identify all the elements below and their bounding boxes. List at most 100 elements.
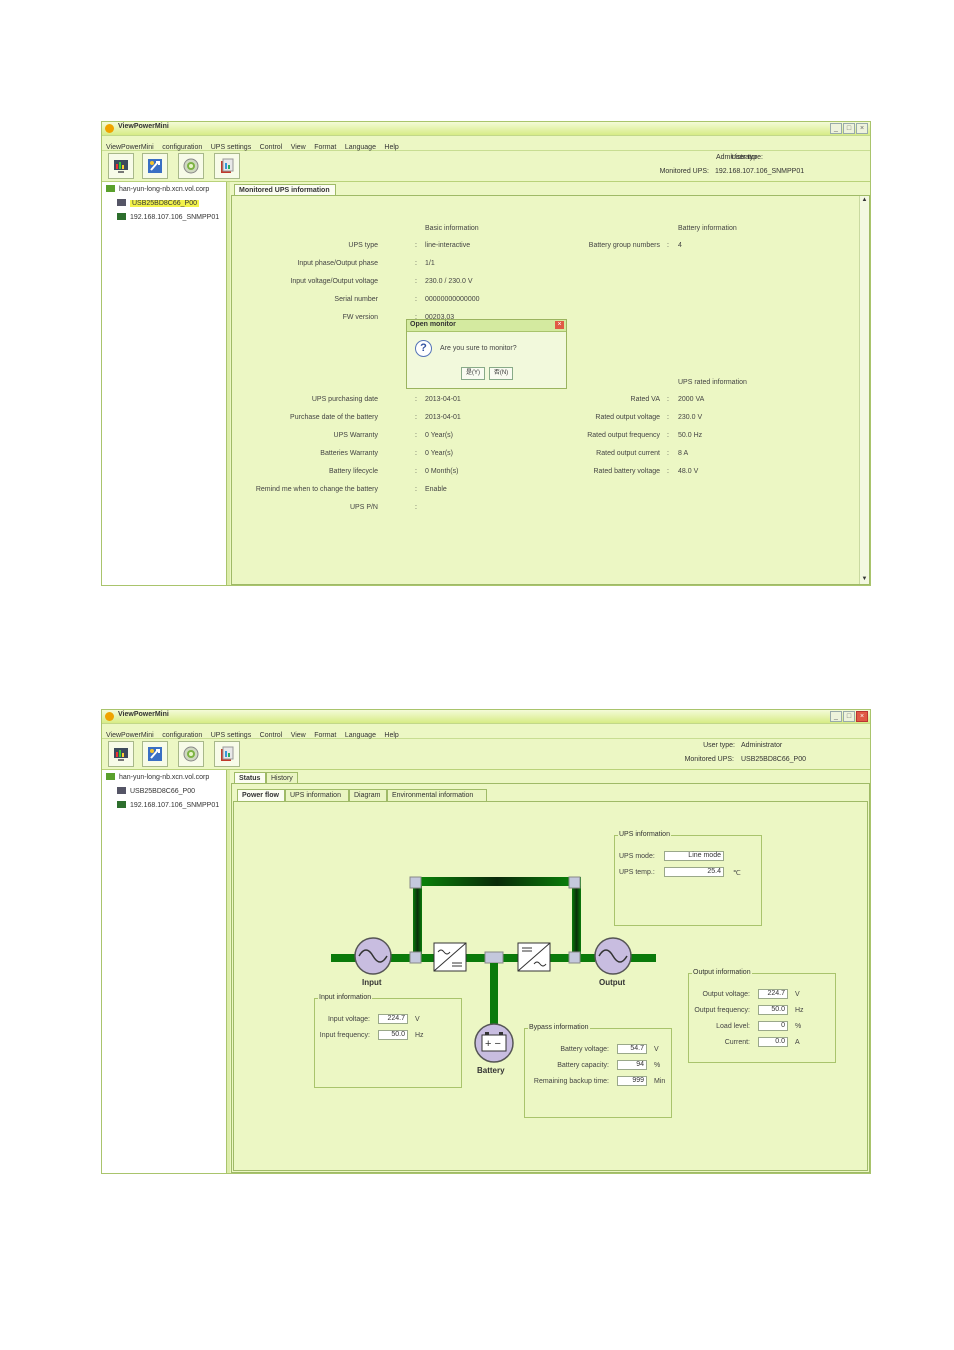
dialog-message: Are you sure to monitor? <box>440 345 517 352</box>
input-frequency-label: Input frequency: <box>319 1032 370 1039</box>
configuration-button[interactable] <box>142 741 168 767</box>
user-type-value: Administrator <box>741 742 783 749</box>
menu-configuration[interactable]: configuration <box>162 144 203 151</box>
voltage-label: Input voltage/Output voltage <box>290 278 378 285</box>
colon: : <box>415 432 417 439</box>
tab-ups-information[interactable]: UPS information <box>285 789 349 801</box>
menu-bar: ViewPowerMini configuration UPS settings… <box>102 724 870 739</box>
menu-language[interactable]: Language <box>344 732 376 739</box>
menu-view[interactable]: View <box>290 144 306 151</box>
ups-mode-field: Line mode <box>664 851 724 861</box>
snmp-device-icon <box>117 213 126 220</box>
title-bar: ViewPowerMini _ □ × <box>102 710 870 724</box>
scroll-down-icon[interactable]: ▼ <box>861 576 868 582</box>
battery-capacity-field: 94 <box>617 1060 647 1070</box>
data-button[interactable] <box>214 153 240 179</box>
close-button[interactable]: × <box>856 711 868 722</box>
tab-environmental-information[interactable]: Environmental information <box>387 789 487 801</box>
battery-capacity-unit: % <box>654 1062 661 1069</box>
status-panel <box>231 783 870 1173</box>
output-info-group: Output information Output voltage: 224.7… <box>688 969 836 1063</box>
control-icon <box>183 746 199 762</box>
scroll-up-icon[interactable]: ▲ <box>861 197 868 203</box>
dialog-title-bar: Open monitor × <box>407 320 566 332</box>
window-title: ViewPowerMini <box>118 123 169 130</box>
control-button[interactable] <box>178 153 204 179</box>
menu-language[interactable]: Language <box>344 144 376 151</box>
battery-group-label: Battery group numbers <box>588 242 660 249</box>
battery-voltage-unit: V <box>654 1046 659 1053</box>
rated-info-heading: UPS rated information <box>678 379 747 386</box>
battery-lifecycle-value: 0 Month(s) <box>425 468 459 475</box>
colon: : <box>415 414 417 421</box>
vertical-scrollbar[interactable]: ▲ ▼ <box>859 196 869 584</box>
maximize-button[interactable]: □ <box>843 711 855 722</box>
purchase-date-label: UPS purchasing date <box>311 396 378 403</box>
fw-label: FW version <box>342 314 378 321</box>
main-line <box>331 951 656 1025</box>
tree-item-usb[interactable]: USB25BD8C66_P00 <box>117 199 199 209</box>
ups-pn-label: UPS P/N <box>349 504 378 511</box>
menu-ups-settings[interactable]: UPS settings <box>210 144 252 151</box>
input-voltage-label: Input voltage: <box>327 1016 370 1023</box>
menu-view[interactable]: View <box>290 732 306 739</box>
menu-help[interactable]: Help <box>384 144 399 151</box>
tree-host[interactable]: han-yun-long-nb.xcn.vol.corp <box>106 185 209 195</box>
splitter[interactable] <box>227 182 230 585</box>
close-button[interactable]: × <box>856 123 868 134</box>
rated-frequency-value: 50.0 Hz <box>678 432 703 439</box>
minimize-button[interactable]: _ <box>830 711 842 722</box>
menu-viewpowermini[interactable]: ViewPowerMini <box>106 732 154 739</box>
tree-item-usb[interactable]: USB25BD8C66_P00 <box>117 787 195 797</box>
main-content: Status History Power flow UPS informatio… <box>231 770 870 1173</box>
power-flow-diagram: + − <box>331 876 656 1063</box>
toolbar: User type: Administrator Monitored UPS: … <box>102 739 870 770</box>
data-button[interactable] <box>214 741 240 767</box>
voltage-value: 230.0 / 230.0 V <box>425 278 473 285</box>
menu-help[interactable]: Help <box>384 732 399 739</box>
tree-item-snmp[interactable]: 192.168.107.106_SNMPP01 <box>117 213 219 223</box>
ups-type-label: UPS type <box>348 242 378 249</box>
current-field: 0.0 <box>758 1037 788 1047</box>
user-type-label: User type: <box>703 742 735 749</box>
colon: : <box>415 242 417 249</box>
dialog-close-icon[interactable]: × <box>555 321 564 329</box>
configuration-button[interactable] <box>142 153 168 179</box>
output-voltage-label: Output voltage: <box>702 991 750 998</box>
bypass-info-title: Bypass information <box>528 1024 590 1031</box>
menu-ups-settings[interactable]: UPS settings <box>210 732 252 739</box>
load-level-label: Load level: <box>716 1023 750 1030</box>
tab-diagram[interactable]: Diagram <box>349 789 387 801</box>
tree-host[interactable]: han-yun-long-nb.xcn.vol.corp <box>106 773 209 783</box>
splitter[interactable] <box>227 770 230 1173</box>
menu-format[interactable]: Format <box>314 144 337 151</box>
colon: : <box>415 450 417 457</box>
menu-control[interactable]: Control <box>259 732 283 739</box>
tab-monitored-ups-info[interactable]: Monitored UPS information <box>234 184 336 196</box>
bypass-line <box>409 876 581 957</box>
yes-button[interactable]: 是(Y) <box>461 367 485 380</box>
monitor-button[interactable] <box>108 741 134 767</box>
tab-history[interactable]: History <box>266 772 298 784</box>
ups-warranty-value: 0 Year(s) <box>425 432 454 439</box>
battery-voltage-label: Battery voltage: <box>560 1046 609 1053</box>
output-voltage-field: 224.7 <box>758 989 788 999</box>
tab-power-flow[interactable]: Power flow <box>237 789 285 801</box>
title-bar: ViewPowerMini _ □ × <box>102 122 870 136</box>
tree-item-snmp[interactable]: 192.168.107.106_SNMPP01 <box>117 801 219 811</box>
tab-status[interactable]: Status <box>234 772 266 784</box>
backup-time-unit: Min <box>654 1078 666 1085</box>
control-button[interactable] <box>178 741 204 767</box>
menu-configuration[interactable]: configuration <box>162 732 203 739</box>
menu-control[interactable]: Control <box>259 144 283 151</box>
rated-battery-voltage-label: Rated battery voltage <box>593 468 660 475</box>
menu-format[interactable]: Format <box>314 732 337 739</box>
info-panel: ▲ ▼ <box>231 195 870 585</box>
network-icon <box>106 773 115 780</box>
menu-viewpowermini[interactable]: ViewPowerMini <box>106 144 154 151</box>
monitor-button[interactable] <box>108 153 134 179</box>
minimize-button[interactable]: _ <box>830 123 842 134</box>
remind-label: Remind me when to change the battery <box>255 486 378 493</box>
no-button[interactable]: 否(N) <box>489 367 513 380</box>
maximize-button[interactable]: □ <box>843 123 855 134</box>
